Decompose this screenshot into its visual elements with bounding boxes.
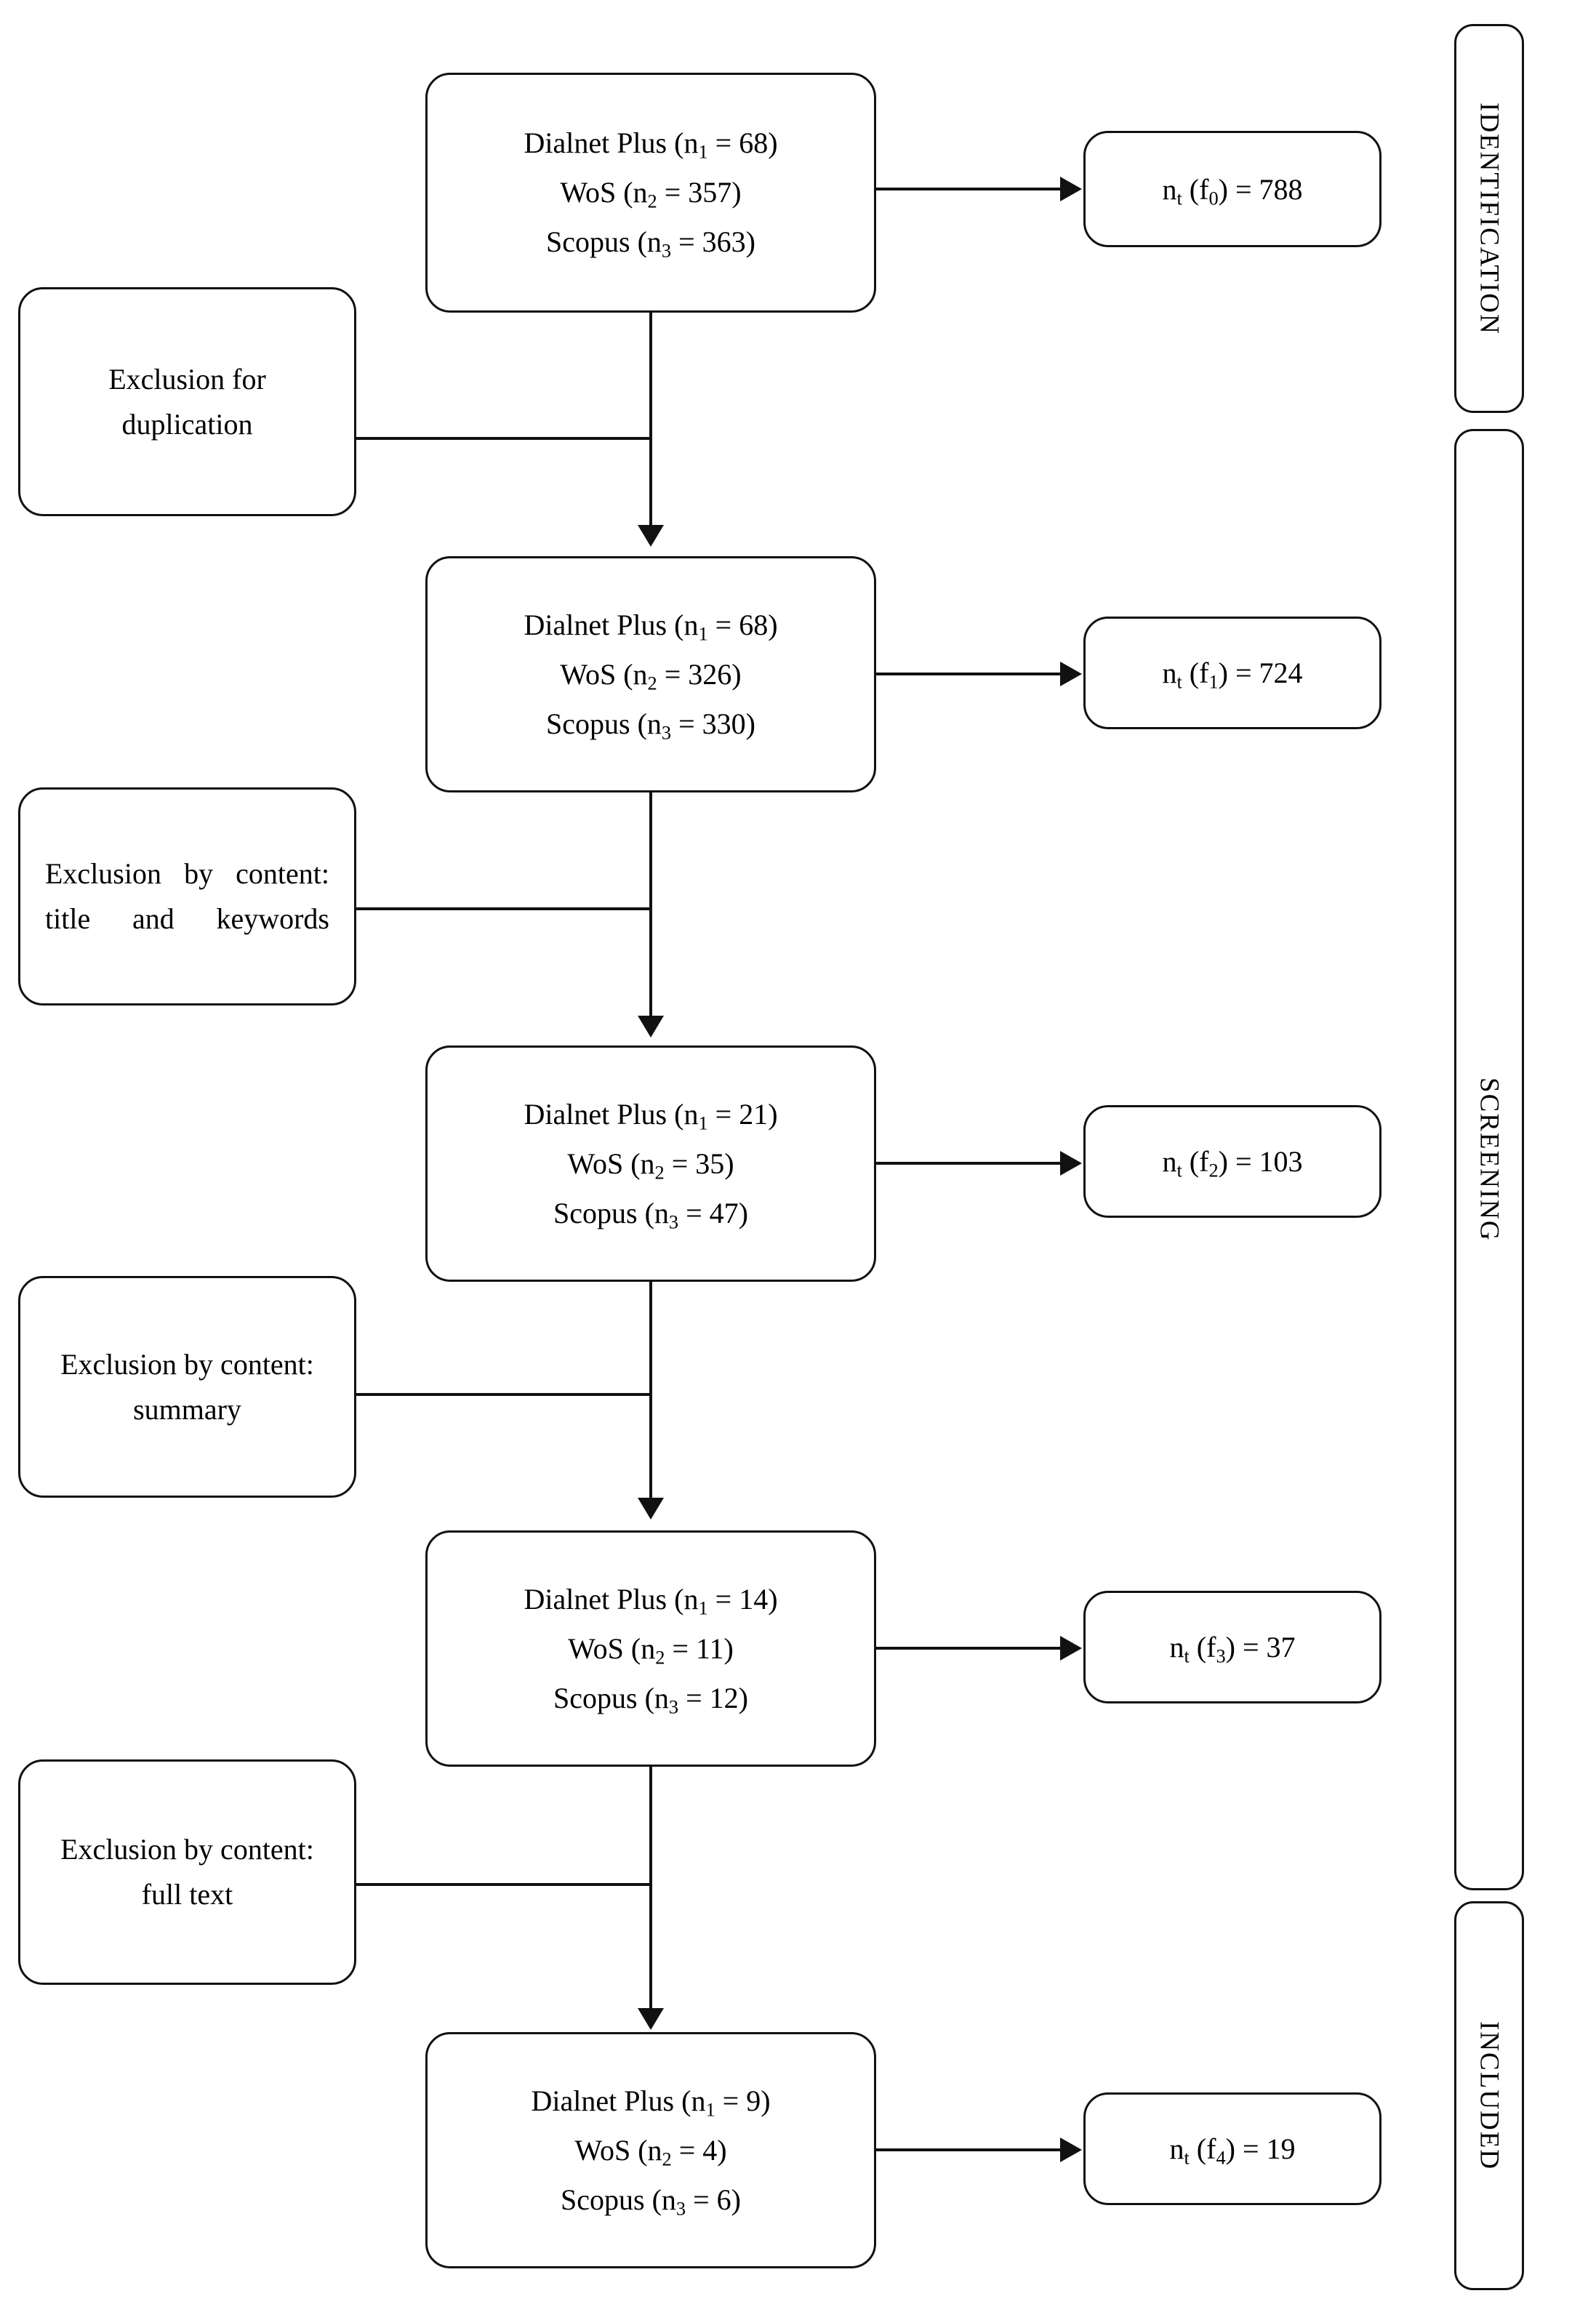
arrowhead-down-stage4 — [638, 2008, 664, 2030]
connector-stage0-to-excl1 — [196, 437, 651, 440]
arrowhead-right-total1 — [1060, 662, 1082, 686]
source-line-wos: WoS (n2 = 11) — [568, 1631, 734, 1668]
phase-bar-included: INCLUDED — [1454, 1901, 1524, 2290]
phase-label-screening: SCREENING — [1474, 1077, 1504, 1242]
exclusion-text-summary: Exclusion by content: summary — [60, 1347, 314, 1426]
source-line-scopus: Scopus (n3 = 363) — [546, 225, 755, 262]
connector-stem-stage1 — [649, 792, 652, 1021]
arrowhead-down-stage1 — [638, 525, 664, 547]
phase-label-identification: IDENTIFICATION — [1474, 102, 1504, 335]
connector-stage2-to-total2 — [876, 1162, 1062, 1165]
exclusion-box-full-text: Exclusion by content: full text — [18, 1759, 356, 1985]
source-line-dialnet: Dialnet Plus (n1 = 14) — [524, 1582, 778, 1618]
source-line-wos: WoS (n2 = 4) — [574, 2133, 727, 2169]
connector-stage0-to-total0 — [876, 188, 1062, 190]
source-line-scopus: Scopus (n3 = 47) — [553, 1196, 748, 1232]
connector-stem-stage2 — [649, 1282, 652, 1504]
source-line-dialnet: Dialnet Plus (n1 = 68) — [524, 608, 778, 644]
source-line-scopus: Scopus (n3 = 12) — [553, 1681, 748, 1717]
source-line-dialnet: Dialnet Plus (n1 = 68) — [524, 127, 778, 163]
total-label-f4: nt (f4) = 19 — [1169, 2132, 1296, 2169]
total-label-f0: nt (f0) = 788 — [1162, 172, 1303, 209]
source-line-wos: WoS (n2 = 35) — [567, 1147, 734, 1183]
connector-stage1-to-total1 — [876, 673, 1062, 675]
connector-stem-stage3 — [649, 1767, 652, 2014]
connector-stem-stage0 — [649, 313, 652, 531]
phase-bar-screening: SCREENING — [1454, 429, 1524, 1890]
exclusion-text-duplication: Exclusion for duplication — [108, 362, 266, 441]
exclusion-box-duplication: Exclusion for duplication — [18, 287, 356, 516]
exclusion-box-title-keywords: Exclusion by content: title and keywords — [18, 787, 356, 1006]
arrowhead-right-total4 — [1060, 2138, 1082, 2162]
total-label-f3: nt (f3) = 37 — [1169, 1631, 1296, 1667]
source-line-scopus: Scopus (n3 = 6) — [561, 2183, 741, 2219]
phase-bar-identification: IDENTIFICATION — [1454, 24, 1524, 413]
source-line-wos: WoS (n2 = 326) — [560, 657, 742, 694]
source-box-stage0: Dialnet Plus (n1 = 68) WoS (n2 = 357) Sc… — [425, 73, 876, 313]
arrowhead-down-stage3 — [638, 1498, 664, 1520]
source-line-dialnet: Dialnet Plus (n1 = 21) — [524, 1097, 778, 1133]
arrowhead-right-total2 — [1060, 1151, 1082, 1176]
total-box-f2: nt (f2) = 103 — [1083, 1105, 1382, 1218]
arrowhead-right-total0 — [1060, 177, 1082, 201]
source-line-dialnet: Dialnet Plus (n1 = 9) — [531, 2084, 771, 2120]
total-box-f0: nt (f0) = 788 — [1083, 131, 1382, 247]
total-label-f1: nt (f1) = 724 — [1162, 657, 1303, 693]
phase-label-included: INCLUDED — [1474, 2020, 1504, 2171]
source-box-stage3: Dialnet Plus (n1 = 14) WoS (n2 = 11) Sco… — [425, 1530, 876, 1767]
total-box-f3: nt (f3) = 37 — [1083, 1591, 1382, 1703]
source-box-stage4: Dialnet Plus (n1 = 9) WoS (n2 = 4) Scopu… — [425, 2032, 876, 2268]
connector-stage2-to-excl3 — [196, 1393, 651, 1396]
source-box-stage1: Dialnet Plus (n1 = 68) WoS (n2 = 326) Sc… — [425, 556, 876, 792]
exclusion-text-title-keywords: Exclusion by content: title and keywords — [45, 857, 329, 935]
exclusion-text-full-text: Exclusion by content: full text — [60, 1833, 314, 1911]
connector-stage3-to-excl4 — [196, 1883, 651, 1886]
source-line-wos: WoS (n2 = 357) — [560, 176, 742, 212]
source-box-stage2: Dialnet Plus (n1 = 21) WoS (n2 = 35) Sco… — [425, 1045, 876, 1282]
source-line-scopus: Scopus (n3 = 330) — [546, 707, 755, 743]
connector-stage4-to-total4 — [876, 2148, 1062, 2151]
total-box-f1: nt (f1) = 724 — [1083, 617, 1382, 729]
total-label-f2: nt (f2) = 103 — [1162, 1145, 1303, 1181]
connector-stage3-to-total3 — [876, 1647, 1062, 1650]
arrowhead-down-stage2 — [638, 1016, 664, 1037]
total-box-f4: nt (f4) = 19 — [1083, 2092, 1382, 2205]
arrowhead-right-total3 — [1060, 1636, 1082, 1661]
connector-stage1-to-excl2 — [196, 907, 651, 910]
exclusion-box-summary: Exclusion by content: summary — [18, 1276, 356, 1498]
